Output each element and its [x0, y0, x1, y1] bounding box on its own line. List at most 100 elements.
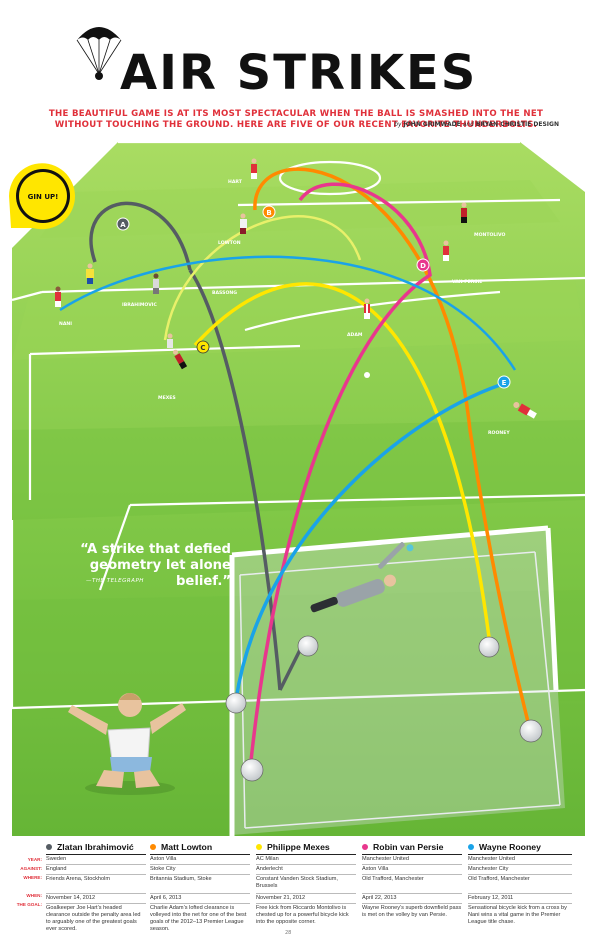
svg-text:GIN UP!: GIN UP!	[28, 193, 59, 201]
svg-text:NANI: NANI	[59, 321, 72, 327]
player-name: Robin van Persie	[373, 842, 444, 852]
byline-and: and	[462, 121, 474, 128]
trajectory-e-cyan	[59, 255, 517, 371]
svg-text:ADAM: ADAM	[347, 332, 363, 338]
player-name: Philippe Mexes	[267, 842, 330, 852]
goal-cell: Sensational bicycle kick from a cross by…	[468, 905, 567, 925]
player-name: Wayne Rooney	[479, 842, 541, 852]
where-cell: Britannia Stadium, Stoke	[150, 875, 250, 894]
goalkeeper	[310, 542, 414, 613]
column-header: Zlatan Ibrahimović	[46, 840, 146, 855]
celebrating-player	[68, 693, 186, 795]
marker-e: E	[497, 375, 511, 389]
team-cell: Manchester United	[468, 855, 572, 865]
when-cell: November 14, 2012	[46, 894, 146, 904]
svg-text:IBRAHIMOVIC: IBRAHIMOVIC	[122, 302, 157, 308]
svg-text:C: C	[200, 344, 205, 352]
marker-d: D	[416, 258, 430, 272]
when-cell: April 6, 2013	[150, 894, 250, 904]
row-label-goal: THE GOAL:	[16, 902, 42, 907]
when-cell: April 22, 2013	[362, 894, 462, 904]
when-cell: February 12, 2011	[468, 894, 572, 904]
row-label-against: AGAINST:	[20, 866, 42, 871]
team-cell: Sweden	[46, 855, 146, 865]
quote-source: —THE TELEGRAPH	[86, 578, 144, 584]
subtitle: THE BEAUTIFUL GAME IS AT ITS MOST SPECTA…	[46, 109, 546, 131]
player-figures	[55, 158, 537, 419]
where-cell: Friends Arena, Stockholm	[46, 875, 146, 894]
goal-cell: Charlie Adam’s lofted clearance is volle…	[150, 905, 247, 932]
marker-a: A	[116, 217, 130, 231]
goal-cell: Wayne Rooney’s superb downfield pass is …	[362, 905, 462, 918]
column-header: Wayne Rooney	[468, 840, 572, 855]
column-header: Matt Lowton	[150, 840, 250, 855]
svg-text:A: A	[120, 221, 126, 229]
svg-text:BASSONG: BASSONG	[212, 290, 237, 296]
goals-table: YEAR: AGAINST: WHERE: WHEN: THE GOAL: Zl…	[12, 840, 582, 936]
table-column-rooney: Wayne Rooney Manchester United Mancheste…	[468, 840, 572, 927]
marker-dot	[46, 844, 52, 850]
against-cell: England	[46, 865, 146, 875]
table-column-lowton: Matt Lowton Aston Villa Stoke City Brita…	[150, 840, 250, 934]
trajectory-e2-cyan	[234, 383, 501, 701]
player-name: Matt Lowton	[161, 842, 213, 852]
player-name: Zlatan Ibrahimović	[57, 842, 134, 852]
column-header: Robin van Persie	[362, 840, 462, 855]
player-rooney	[513, 402, 537, 419]
table-column-mexes: Philippe Mexes AC Milan Anderlecht Const…	[256, 840, 356, 927]
pull-quote: “A strike that defied geometry let alone…	[80, 542, 231, 589]
svg-text:ROONEY: ROONEY	[488, 430, 510, 436]
player-montolivo	[461, 202, 467, 223]
byline-author-1: JOHN GRIMWADE	[403, 121, 461, 128]
gin-up-badge: GIN UP!	[9, 163, 75, 230]
team-cell: Aston Villa	[150, 855, 250, 865]
svg-text:MONTOLIVO: MONTOLIVO	[474, 232, 505, 238]
player-adam	[364, 298, 370, 319]
svg-text:VAN PERSIE: VAN PERSIE	[452, 279, 482, 285]
marker-c: C	[196, 340, 210, 354]
row-label-year: YEAR:	[27, 857, 42, 862]
player-defender	[167, 333, 173, 348]
row-label-when: WHEN:	[26, 893, 42, 898]
where-cell: Old Trafford, Manchester	[468, 875, 572, 894]
player-nani	[55, 286, 61, 307]
player-ibrahimovic	[86, 263, 94, 284]
where-cell: Old Trafford, Manchester	[362, 875, 462, 894]
when-cell: November 21, 2012	[256, 894, 356, 904]
player-van-persie	[443, 240, 449, 261]
against-cell: Stoke City	[150, 865, 250, 875]
where-cell: Constant Vanden Stock Stadium, Brussels	[256, 875, 356, 894]
byline-author-2: BRYAN CHRISTIE DESIGN	[475, 121, 559, 128]
marker-dot	[150, 844, 156, 850]
table-column-van-persie: Robin van Persie Manchester United Aston…	[362, 840, 462, 920]
row-label-where: WHERE:	[23, 875, 42, 880]
marker-dot	[362, 844, 368, 850]
trajectory-c2-yellow	[193, 282, 492, 646]
against-cell: Manchester City	[468, 865, 572, 875]
svg-text:HART: HART	[228, 179, 243, 185]
player-hart	[251, 158, 257, 179]
page-title: AIR STRIKES	[120, 45, 478, 101]
player-mexes	[173, 349, 188, 370]
player-lowton	[240, 213, 247, 234]
player-labels: HART IBRAHIMOVIC LOWTON BASSONG MONTOLIV…	[59, 179, 510, 436]
subtitle-line-1: THE BEAUTIFUL GAME IS AT ITS MOST SPECTA…	[48, 109, 544, 119]
svg-text:E: E	[502, 379, 507, 387]
player-bassong	[153, 273, 159, 294]
goal-cell: Goalkeeper Joe Hart’s headed clearance o…	[46, 905, 141, 932]
against-cell: Aston Villa	[362, 865, 462, 875]
parachute-icon	[76, 27, 122, 80]
svg-text:D: D	[420, 262, 426, 270]
marker-dot	[256, 844, 262, 850]
byline: by JOHN GRIMWADE and BRYAN CHRISTIE DESI…	[394, 121, 559, 128]
svg-text:MEXES: MEXES	[158, 395, 176, 401]
page-number: 28	[285, 930, 292, 936]
goal-balls	[225, 372, 543, 782]
goal-cell: Free kick from Riccardo Montolivo is che…	[256, 905, 349, 925]
table-column-ibrahimovic: Zlatan Ibrahimović Sweden England Friend…	[46, 840, 146, 934]
marker-dot	[468, 844, 474, 850]
svg-text:LOWTON: LOWTON	[218, 240, 241, 246]
pitch-grass	[12, 142, 585, 836]
marker-b: B	[262, 205, 276, 219]
